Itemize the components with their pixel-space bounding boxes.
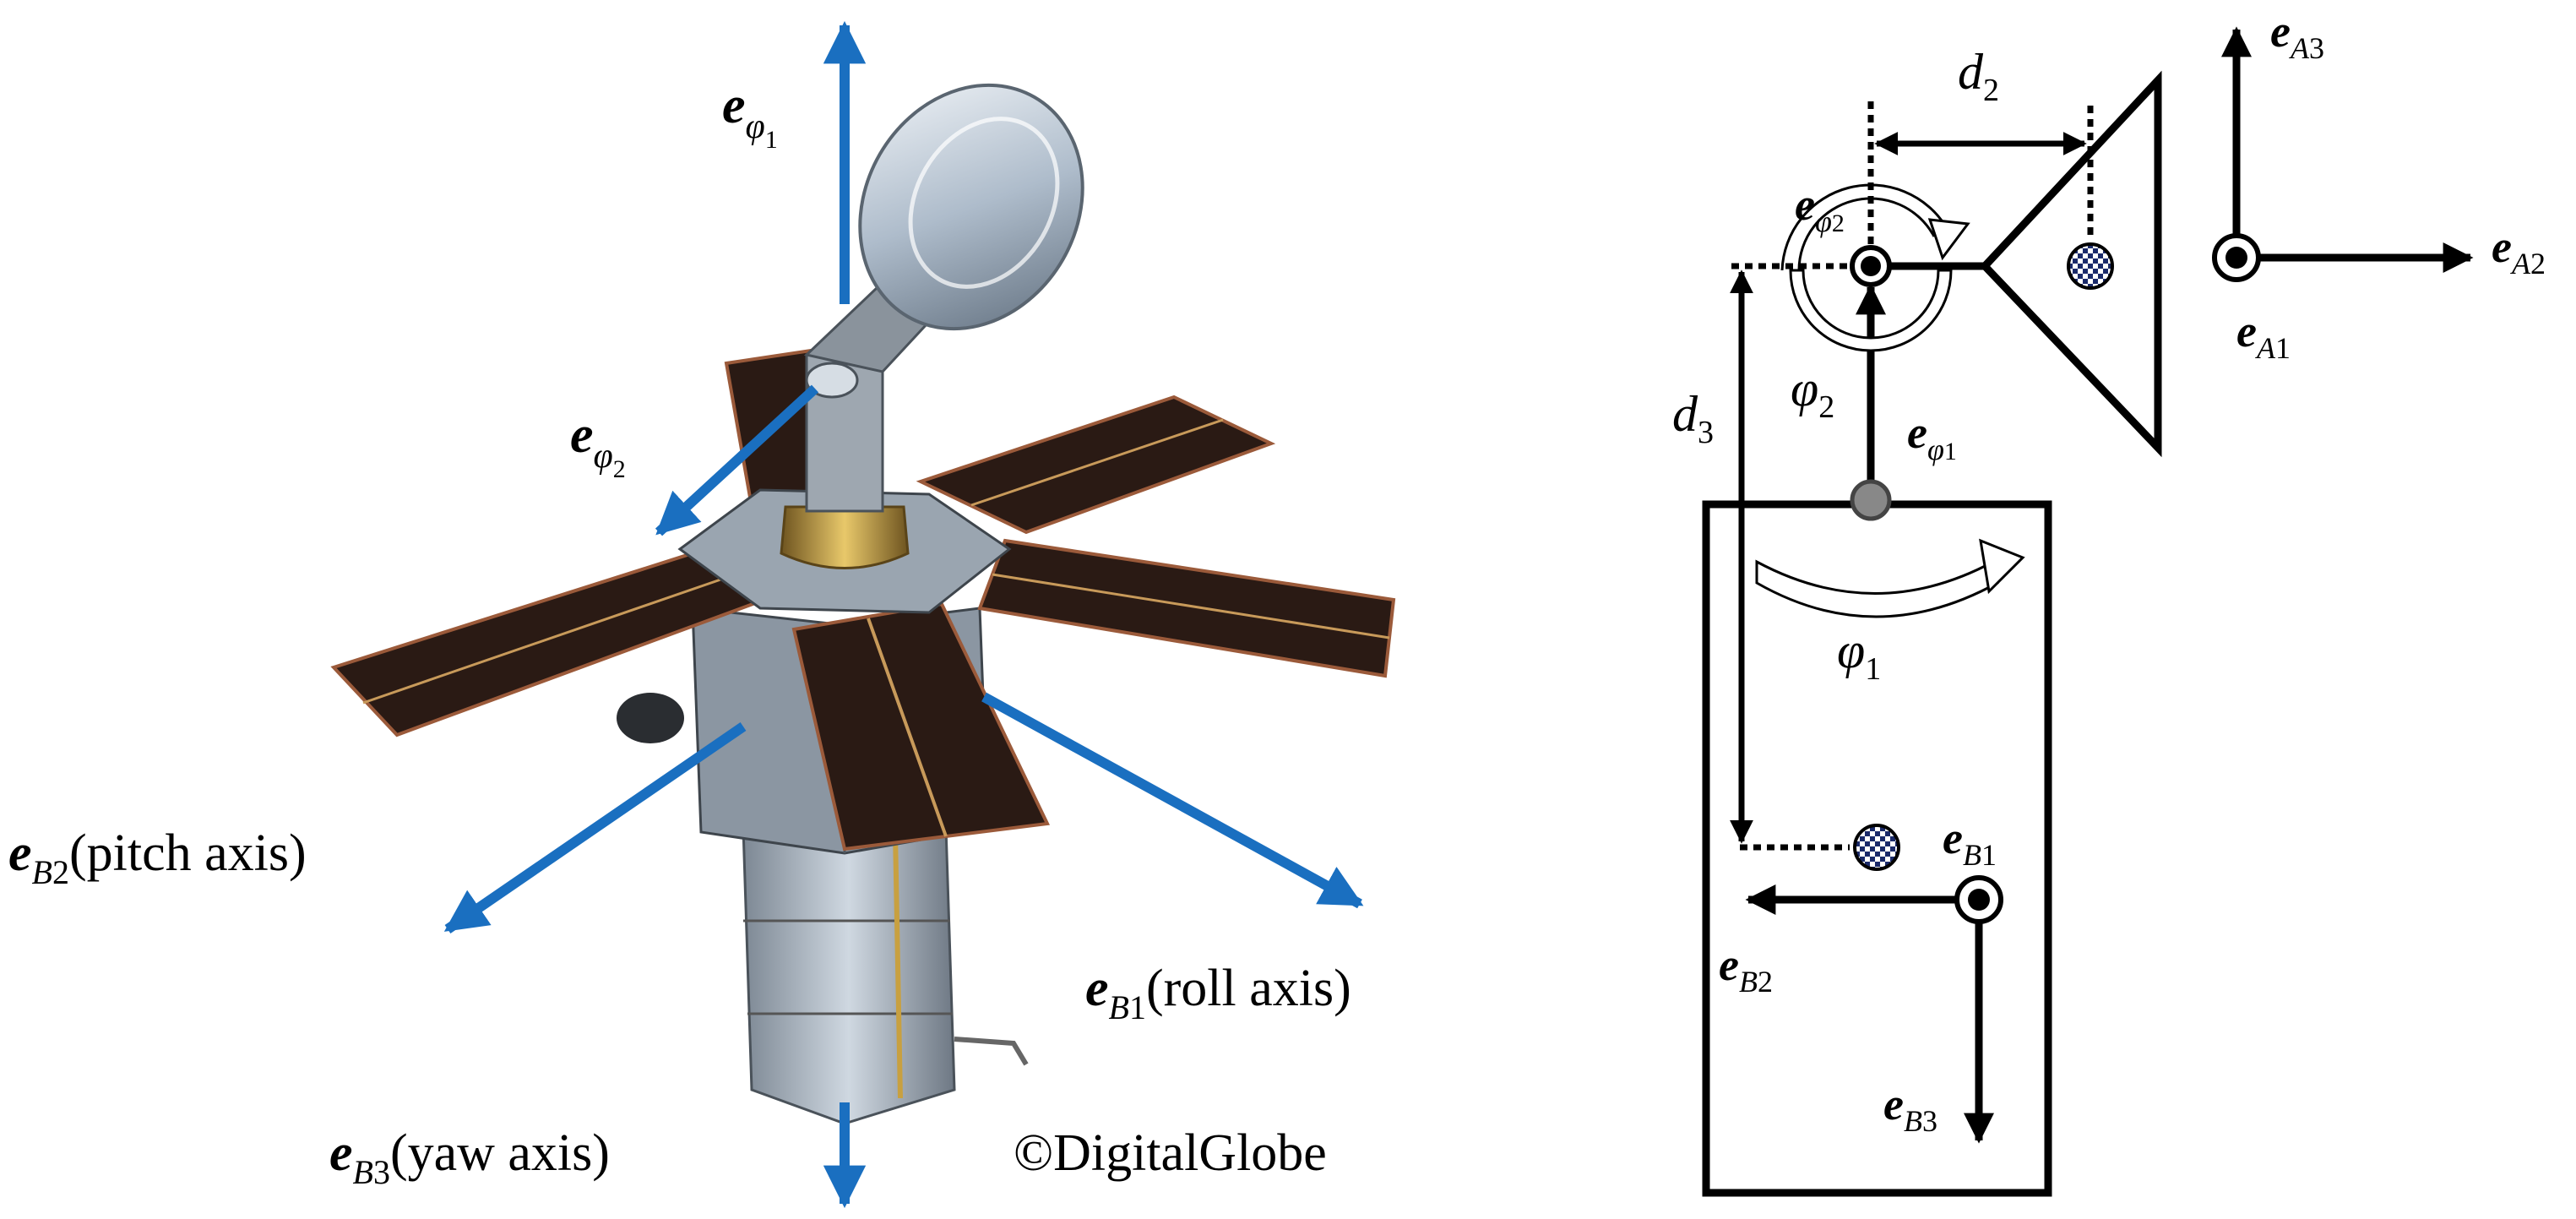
antenna-mass-center [2067,242,2114,290]
rotation-arrow-phi2 [1789,269,1953,352]
copyright-text: ©DigitalGlobe [1014,1124,1327,1182]
label-phi1: φ1 [1837,623,1881,687]
label-e-b1-roll: eB1(roll axis) [1085,960,1351,1026]
label-e-b2-pitch: eB2(pitch axis) [8,824,307,891]
label-e-a3: eA3 [2270,6,2324,65]
label-d2: d2 [1958,44,1999,108]
gimbal-gold-ring [780,505,910,569]
antenna-triangle [1979,70,2162,458]
label-e-phi1-left: eφ1 [722,77,778,154]
axis-b1-arrow [981,692,1364,909]
solar-panel-upper-right [916,395,1276,535]
label-phi2: φ2 [1791,361,1834,425]
satellite-lower-bus [742,826,956,1125]
label-d3: d3 [1672,386,1714,450]
body-axes [443,20,1364,1209]
solar-panel-right [977,538,1396,678]
label-e-phi2-right: eφ2 [1795,179,1845,238]
label-e-b1-right: eB1 [1943,813,1997,872]
label-e-b3-right: eB3 [1883,1079,1937,1138]
sensor-cylinder [617,693,684,743]
antenna-dish [858,83,1084,331]
label-e-b2-right: eB2 [1719,939,1773,999]
rotation-arrow-phi1 [1755,559,1999,618]
axis-b2-arrow [443,722,747,933]
joint-phi2-inner [1861,256,1881,276]
label-e-b3-yaw: eB3(yaw axis) [329,1124,610,1191]
e-a1-inner [2225,247,2247,269]
axis-phi2-arrow [655,384,819,536]
joint-phi1 [1850,479,1892,521]
label-e-phi2-left: eφ2 [570,406,626,483]
schematic [1702,26,2474,1197]
label-e-a2: eA2 [2492,221,2546,280]
label-e-a1: eA1 [2236,306,2291,365]
satellite-illustration [330,83,1396,1125]
label-e-phi1-right: eφ1 [1907,407,1957,466]
e-b1-inner [1968,889,1990,911]
body-mass-center [1853,824,1900,871]
